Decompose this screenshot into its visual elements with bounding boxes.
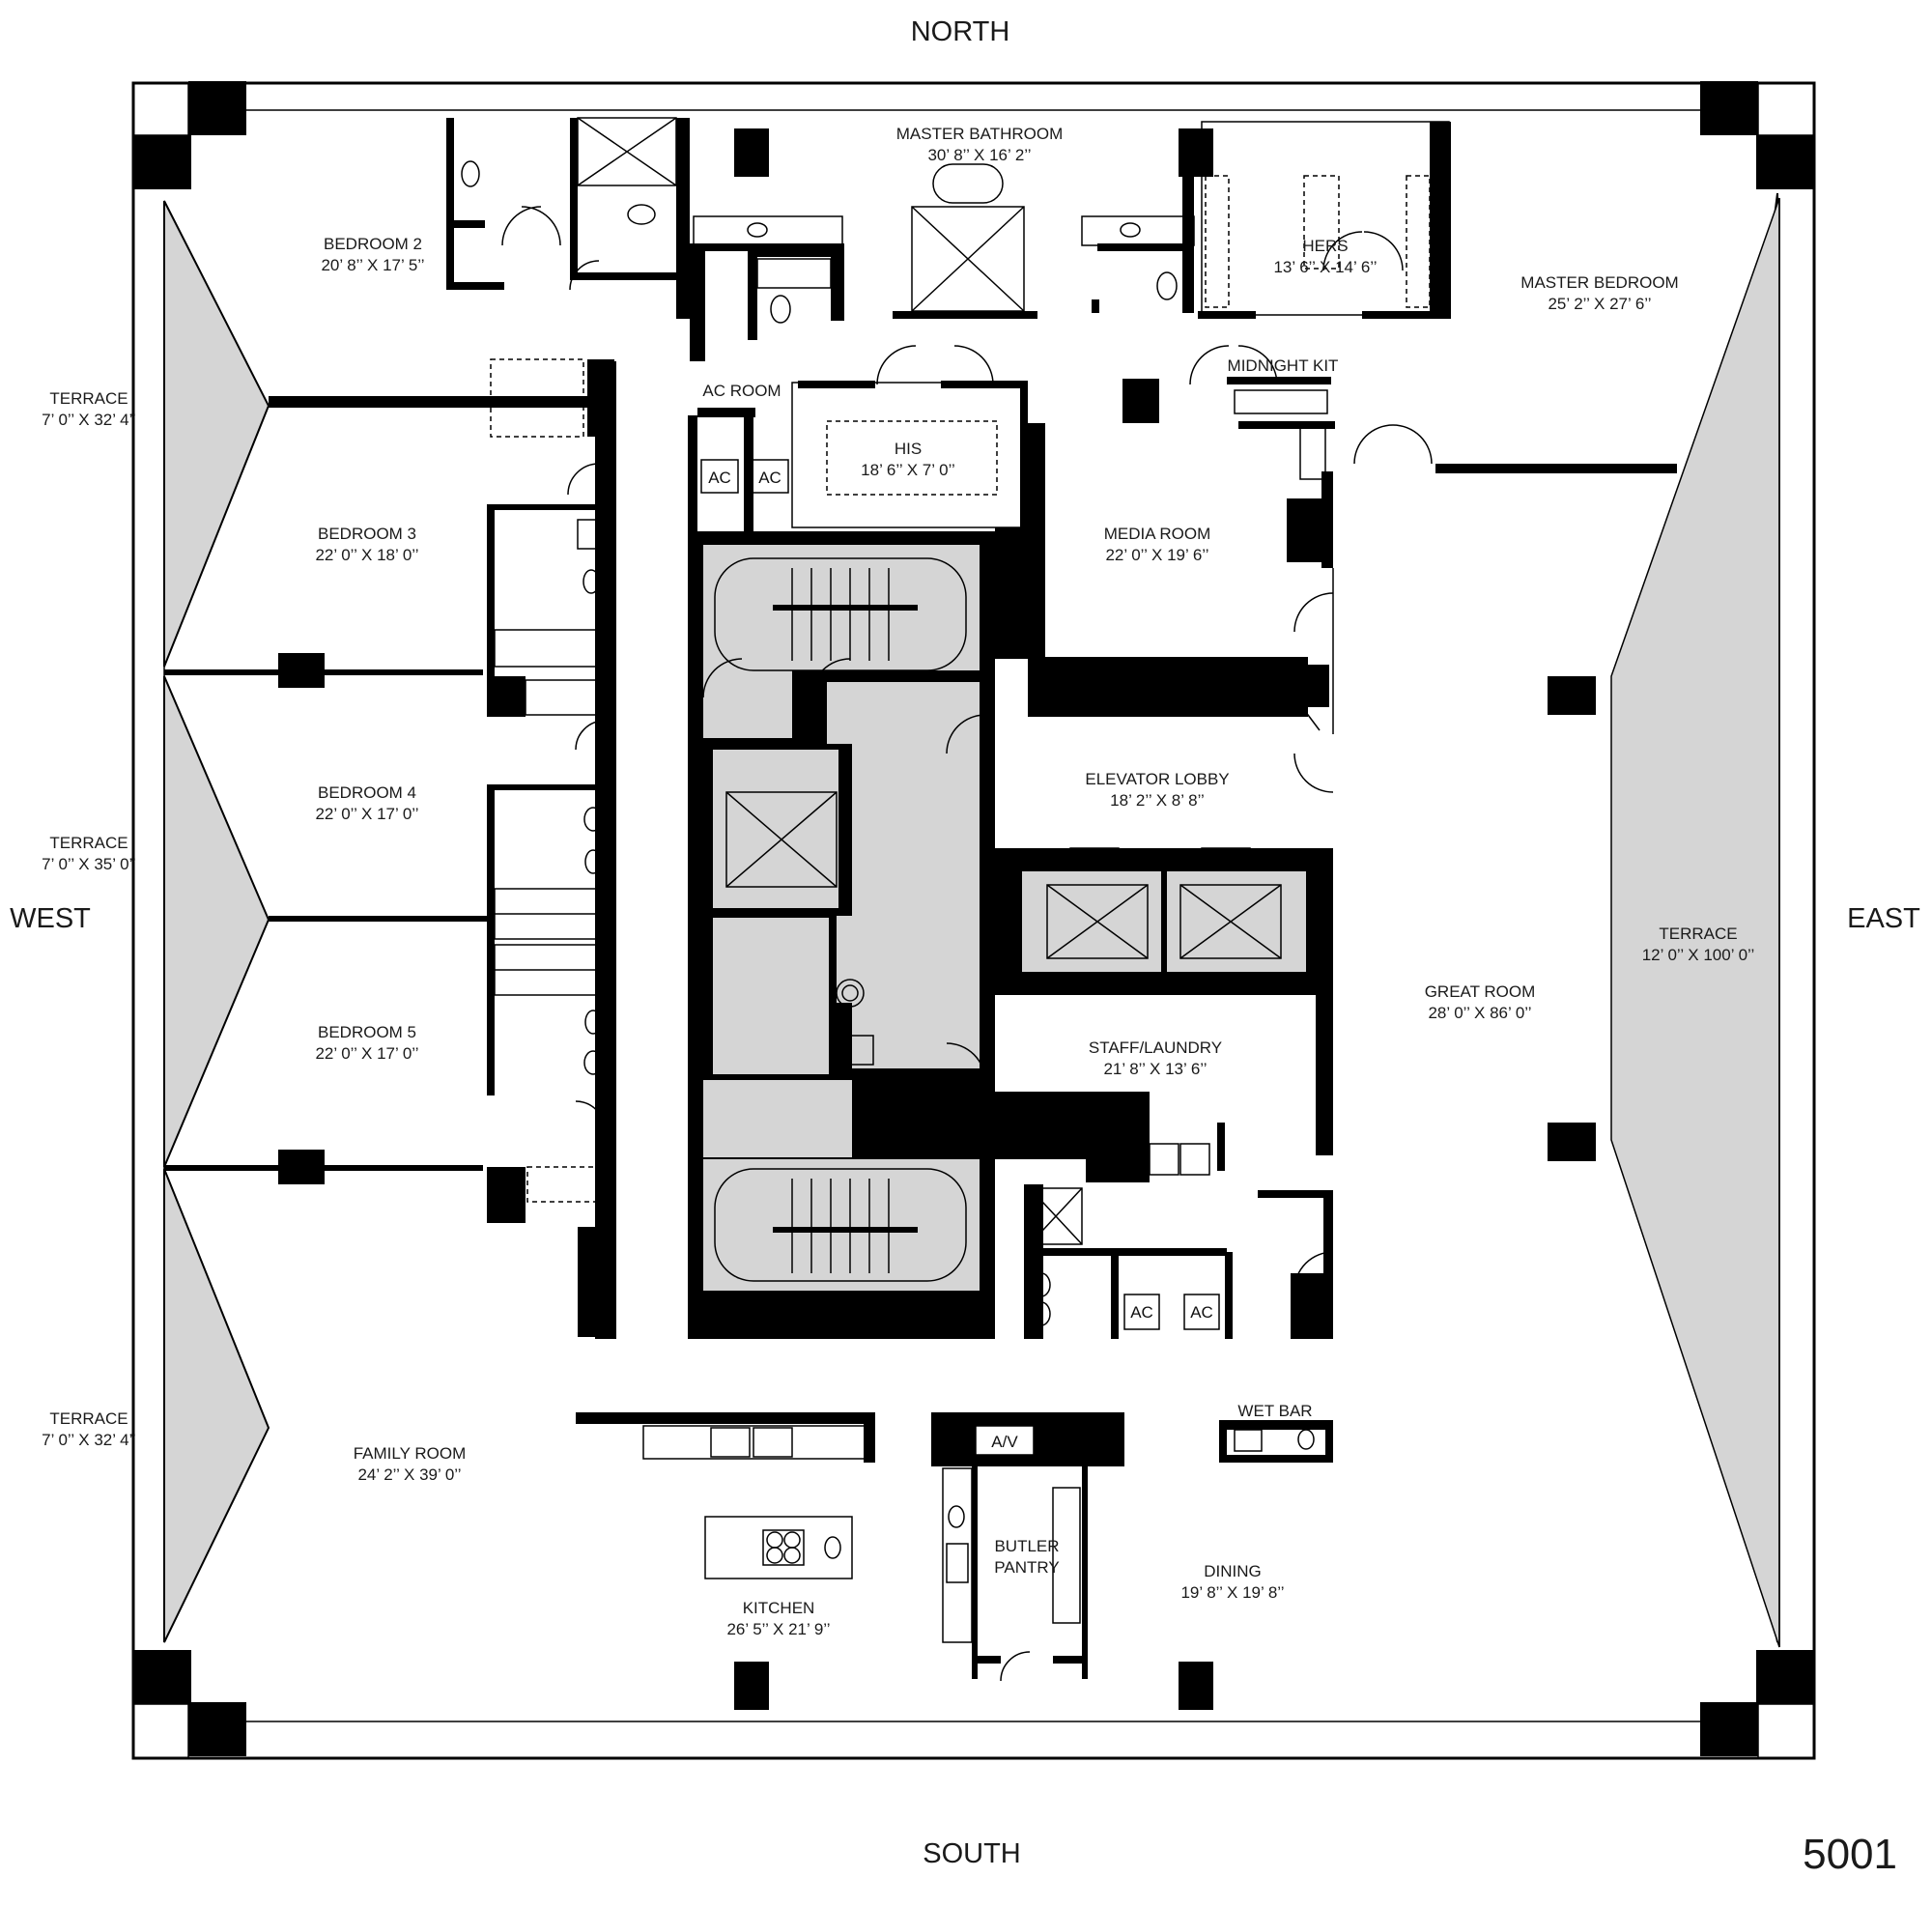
building-outline <box>131 81 1816 1760</box>
room-great-room: GREAT ROOM 28’ 0’’ X 86’ 0’’ <box>1425 982 1536 1022</box>
room-dims: 7’ 0’’ X 32’ 4’’ <box>42 411 136 429</box>
room-terrace-sw: TERRACE 7’ 0’’ X 32’ 4’’ <box>42 1409 136 1449</box>
room-master-bathroom: MASTER BATHROOM 30’ 8’’ X 16’ 2’’ <box>896 125 1064 164</box>
room-master-bedroom: MASTER BEDROOM 25’ 2’’ X 27’ 6’’ <box>1520 273 1678 313</box>
compass-south: SOUTH <box>923 1838 1021 1869</box>
room-terrace-nw: TERRACE 7’ 0’’ X 32’ 4’’ <box>42 389 136 429</box>
room-name: MASTER BATHROOM <box>896 125 1064 143</box>
room-ac-room: AC ROOM <box>702 382 781 400</box>
room-dims: 22’ 0’’ X 19’ 6’’ <box>1105 546 1208 564</box>
room-name: BEDROOM 3 <box>318 525 416 543</box>
corner-column-nw <box>132 81 246 189</box>
stair-top <box>714 557 967 671</box>
room-name: BEDROOM 2 <box>324 235 422 253</box>
room-name: ELEVATOR LOBBY <box>1085 770 1229 788</box>
room-elevator-lobby: ELEVATOR LOBBY 18’ 2’’ X 8’ 8’’ <box>1085 770 1229 810</box>
room-terrace-w: TERRACE 7’ 0’’ X 35’ 0’’ <box>42 834 136 873</box>
room-name: MASTER BEDROOM <box>1520 273 1678 292</box>
ac-label: AC <box>708 469 731 487</box>
room-bedroom-4: BEDROOM 4 22’ 0’’ X 17’ 0’’ <box>315 783 418 823</box>
terrace-sw-area <box>163 1168 270 1643</box>
column <box>1548 676 1596 715</box>
room-dims: 26’ 5’’ X 21’ 9’’ <box>726 1620 830 1638</box>
room-bedroom-3: BEDROOM 3 22’ 0’’ X 18’ 0’’ <box>315 525 418 564</box>
ac-label: AC <box>758 469 781 487</box>
room-name: BEDROOM 5 <box>318 1023 416 1041</box>
terrace-nw-area <box>163 200 270 668</box>
room-dims: 28’ 0’’ X 86’ 0’’ <box>1428 1004 1531 1022</box>
corner-column-ne <box>1700 81 1815 189</box>
room-dims: 25’ 2’’ X 27’ 6’’ <box>1548 295 1651 313</box>
room-dims: 22’ 0’’ X 18’ 0’’ <box>315 546 418 564</box>
room-dims: 7’ 0’’ X 35’ 0’’ <box>42 855 136 873</box>
room-family-room: FAMILY ROOM 24’ 2’’ X 39’ 0’’ <box>354 1444 467 1484</box>
room-midnight-kit: MIDNIGHT KIT <box>1228 356 1339 375</box>
room-name: GREAT ROOM <box>1425 982 1536 1001</box>
room-name: BEDROOM 4 <box>318 783 416 802</box>
av-label: A/V <box>991 1433 1018 1451</box>
service-elevator <box>725 791 838 888</box>
room-dims: 22’ 0’’ X 17’ 0’’ <box>315 805 418 823</box>
room-terrace-e: TERRACE 12’ 0’’ X 100’ 0’’ <box>1642 925 1755 964</box>
room-bedroom-5: BEDROOM 5 22’ 0’’ X 17’ 0’’ <box>315 1023 418 1063</box>
room-name: MEDIA ROOM <box>1104 525 1211 543</box>
column <box>1179 1662 1213 1710</box>
room-dims: 12’ 0’’ X 100’ 0’’ <box>1642 946 1755 964</box>
room-dims: 18’ 2’’ X 8’ 8’’ <box>1110 791 1205 810</box>
room-bedroom-2: BEDROOM 2 20’ 8’’ X 17’ 5’’ <box>321 235 424 274</box>
room-dims: 30’ 8’’ X 16’ 2’’ <box>927 146 1031 164</box>
passenger-elevator-2 <box>1179 884 1282 959</box>
room-name: BUTLER <box>994 1537 1059 1555</box>
terrace-w-area <box>163 675 270 1168</box>
room-dims: 21’ 8’’ X 13’ 6’’ <box>1103 1060 1207 1078</box>
passenger-elevator-1 <box>1046 884 1149 959</box>
ac-label: AC <box>1190 1303 1213 1322</box>
room-butler-pantry: BUTLER PANTRY <box>994 1537 1059 1577</box>
kitchen-island <box>704 1516 853 1579</box>
room-name: TERRACE <box>1659 925 1737 943</box>
room-staff-laundry: STAFF/LAUNDRY 21’ 8’’ X 13’ 6’’ <box>1089 1038 1222 1078</box>
room-name: TERRACE <box>49 1409 128 1428</box>
stair-bottom <box>714 1168 967 1282</box>
room-dims: 22’ 0’’ X 17’ 0’’ <box>315 1044 418 1063</box>
room-his: HIS 18’ 6’’ X 7’ 0’’ <box>861 440 955 479</box>
room-name: HERS <box>1302 237 1348 255</box>
room-dims: 19’ 8’’ X 19’ 8’’ <box>1180 1583 1284 1602</box>
room-dims: 24’ 2’’ X 39’ 0’’ <box>357 1465 461 1484</box>
room-name: PANTRY <box>994 1558 1059 1577</box>
room-wet-bar: WET BAR <box>1237 1402 1312 1420</box>
column <box>734 1662 769 1710</box>
compass-east: EAST <box>1847 903 1920 934</box>
room-dims: 18’ 6’’ X 7’ 0’’ <box>861 461 955 479</box>
room-name: DINING <box>1204 1562 1262 1580</box>
ac-label: AC <box>1130 1303 1153 1322</box>
room-dims: 13’ 6’’ X 14’ 6’’ <box>1273 258 1377 276</box>
room-dims: 7’ 0’’ X 32’ 4’’ <box>42 1431 136 1449</box>
room-hers: HERS 13’ 6’’ X 14’ 6’’ <box>1273 237 1377 276</box>
room-media-room: MEDIA ROOM 22’ 0’’ X 19’ 6’’ <box>1104 525 1211 564</box>
unit-number: 5001 <box>1803 1831 1897 1878</box>
room-kitchen: KITCHEN 26’ 5’’ X 21’ 9’’ <box>726 1599 830 1638</box>
room-name: HIS <box>895 440 922 458</box>
room-dining: DINING 19’ 8’’ X 19’ 8’’ <box>1180 1562 1284 1602</box>
corner-column-sw <box>132 1650 246 1759</box>
compass-west: WEST <box>10 903 91 934</box>
room-name: KITCHEN <box>743 1599 815 1617</box>
column <box>1548 1123 1596 1161</box>
room-name: FAMILY ROOM <box>354 1444 467 1463</box>
room-name: TERRACE <box>49 834 128 852</box>
room-dims: 20’ 8’’ X 17’ 5’’ <box>321 256 424 274</box>
room-name: STAFF/LAUNDRY <box>1089 1038 1222 1057</box>
column <box>734 128 769 177</box>
room-name: TERRACE <box>49 389 128 408</box>
compass-north: NORTH <box>911 16 1010 47</box>
corner-column-se <box>1700 1650 1815 1759</box>
